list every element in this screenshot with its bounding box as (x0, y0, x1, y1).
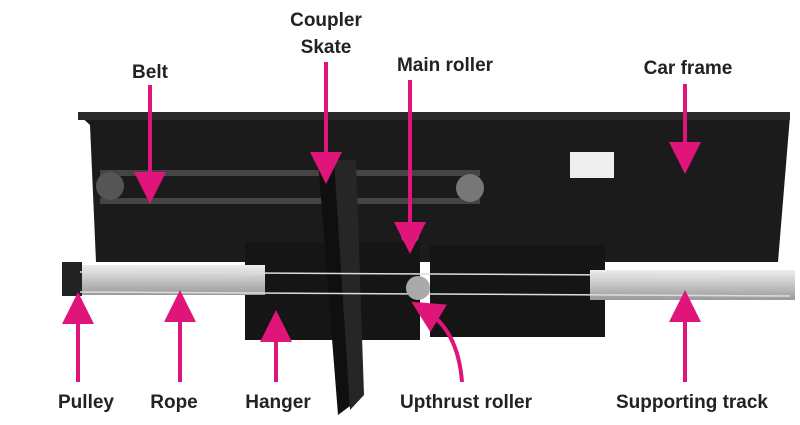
supporting-track-label: Supporting track (615, 392, 769, 413)
coupler-label-line2: Skate (300, 37, 352, 58)
pulley-label: Pulley (58, 392, 114, 413)
coupler-label-line1: Coupler (290, 10, 362, 31)
rope-label: Rope (150, 392, 198, 413)
car-frame-label: Car frame (643, 58, 733, 79)
hanger-label: Hanger (245, 392, 311, 413)
car-frame-plate (78, 112, 790, 262)
coupler-skate (318, 158, 364, 415)
belt-label: Belt (132, 62, 168, 83)
supporting-track (62, 262, 795, 300)
upthrust-roller-arrow (411, 301, 464, 383)
main-roller-label: Main roller (396, 55, 494, 76)
upthrust-roller-label: Upthrust roller (400, 392, 532, 413)
belt (96, 170, 484, 204)
